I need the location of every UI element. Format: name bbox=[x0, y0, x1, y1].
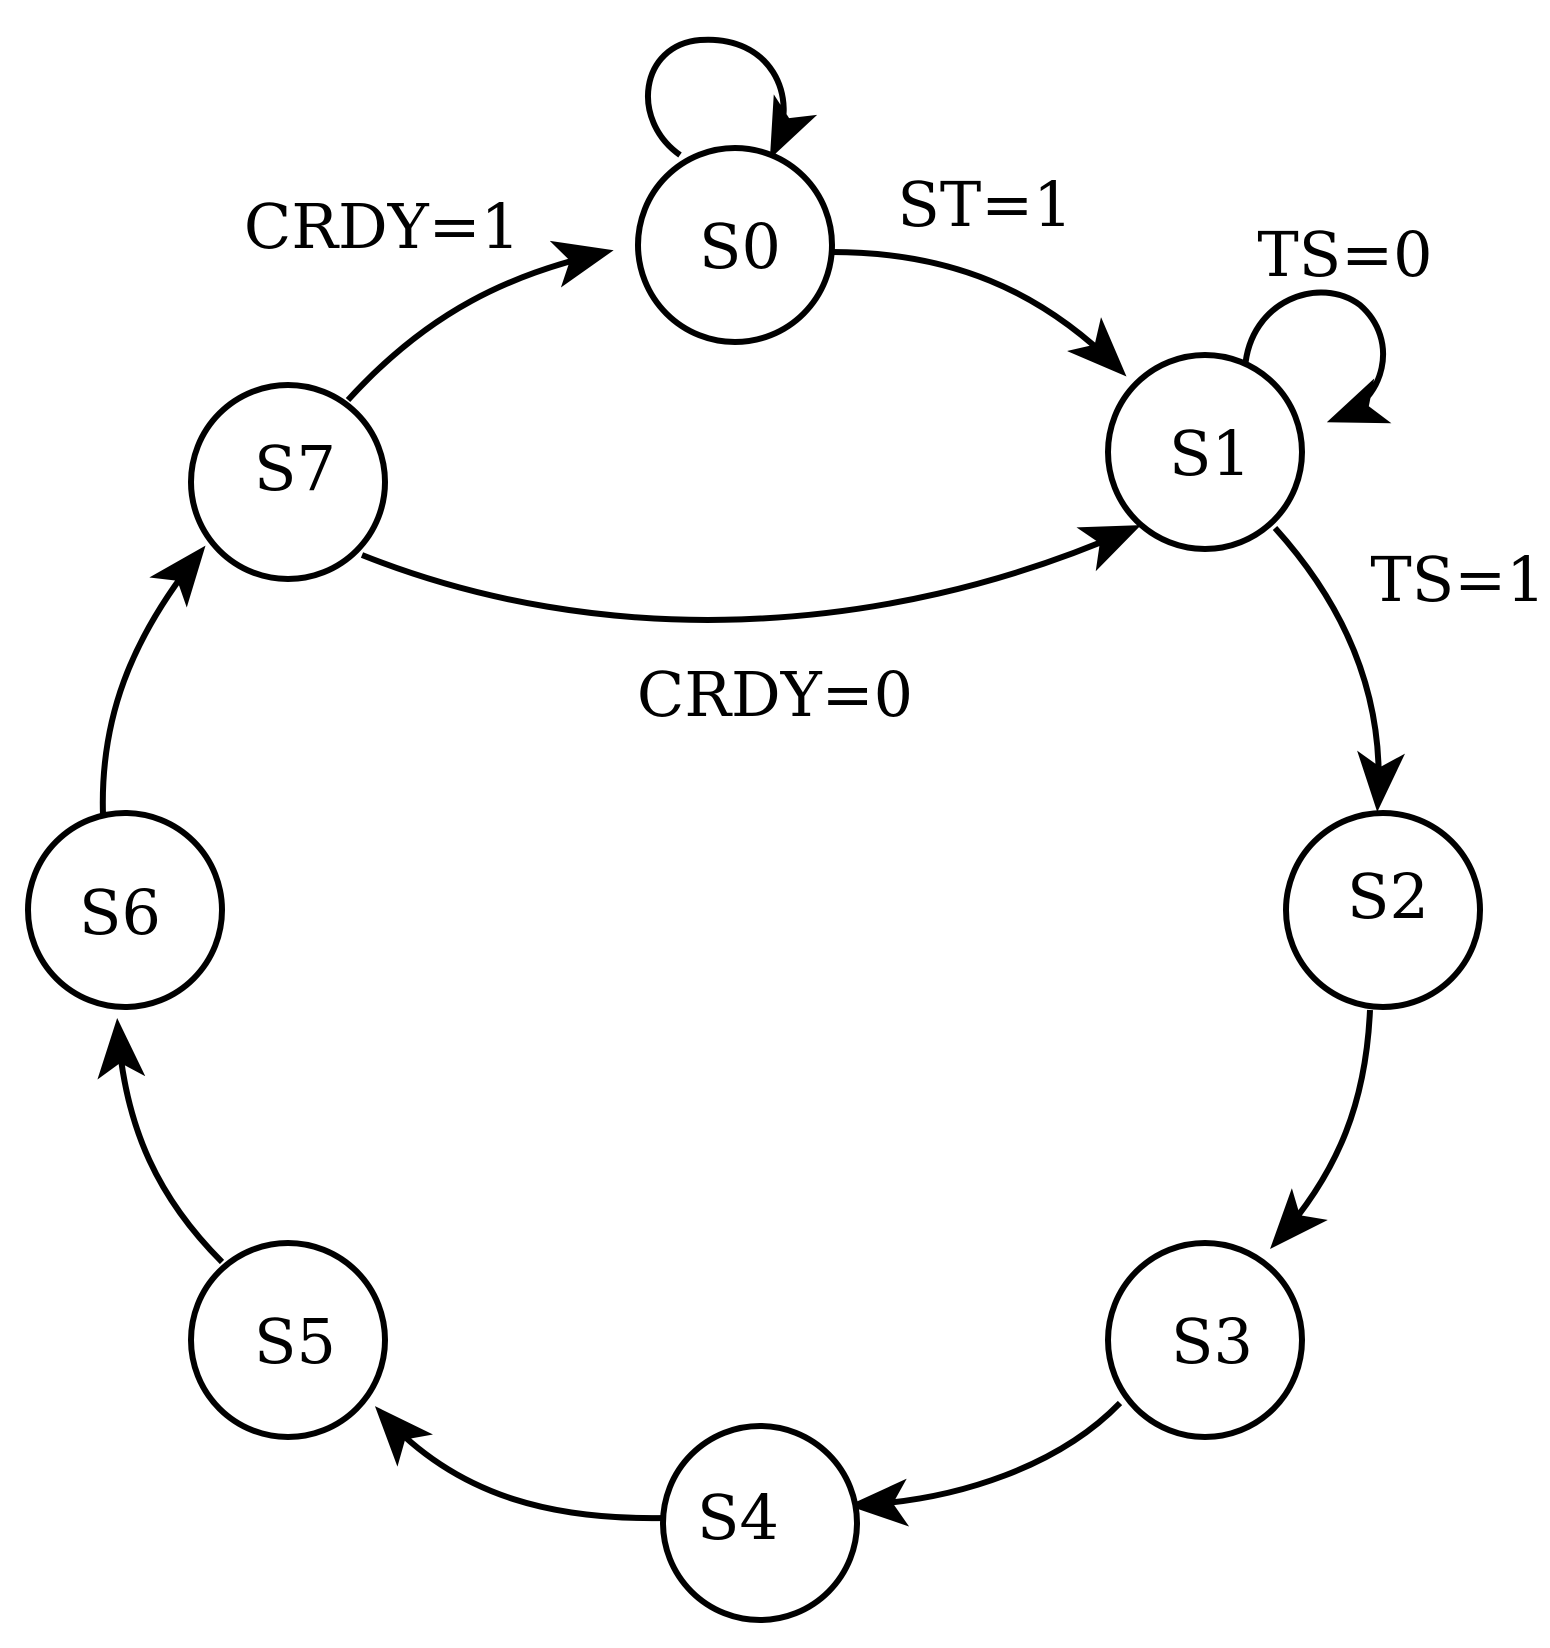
state-s6: S6 bbox=[25, 810, 225, 1010]
state-s0: S0 bbox=[635, 145, 835, 345]
edge-label-s1-s2: TS=1 bbox=[1370, 543, 1545, 616]
edge-s7-s0 bbox=[345, 240, 614, 403]
edge-s0-s0 bbox=[645, 36, 818, 159]
state-s7: S7 bbox=[188, 382, 388, 582]
edges bbox=[97, 36, 1405, 1527]
states: S0 S1 S2 S3 S4 S5 S6 S7 bbox=[25, 145, 1483, 1623]
edge-s2-s3 bbox=[1270, 1009, 1373, 1249]
edge-label-s0-s1: ST=1 bbox=[897, 168, 1072, 241]
edge-s0-s1 bbox=[831, 249, 1127, 377]
edge-s1-s1 bbox=[1242, 289, 1392, 424]
state-label-s1: S1 bbox=[1169, 417, 1251, 490]
edge-s3-s4 bbox=[848, 1400, 1123, 1527]
edge-s5-s6 bbox=[97, 1018, 225, 1265]
edge-label-s7-s0: CRDY=1 bbox=[244, 190, 520, 263]
edge-s1-s2 bbox=[1272, 525, 1405, 812]
state-label-s7: S7 bbox=[254, 432, 336, 505]
state-label-s2: S2 bbox=[1347, 860, 1429, 933]
state-label-s6: S6 bbox=[79, 876, 161, 949]
state-s1: S1 bbox=[1105, 352, 1305, 552]
edge-s7-s1 bbox=[360, 525, 1141, 623]
state-s5: S5 bbox=[188, 1240, 388, 1440]
state-label-s5: S5 bbox=[254, 1305, 336, 1378]
edge-label-s7-s1: CRDY=0 bbox=[637, 658, 913, 731]
state-s3: S3 bbox=[1105, 1240, 1305, 1440]
edge-label-s1-s1: TS=0 bbox=[1257, 218, 1432, 291]
state-label-s3: S3 bbox=[1171, 1305, 1253, 1378]
edge-labels: ST=1 TS=0 TS=1 CRDY=1 CRDY=0 bbox=[244, 168, 1546, 731]
state-label-s4: S4 bbox=[697, 1481, 779, 1554]
edge-s4-s5 bbox=[374, 1406, 666, 1522]
edge-s6-s7 bbox=[99, 545, 206, 816]
state-s2: S2 bbox=[1283, 810, 1483, 1010]
state-label-s0: S0 bbox=[699, 210, 781, 283]
state-s4: S4 bbox=[660, 1423, 860, 1623]
